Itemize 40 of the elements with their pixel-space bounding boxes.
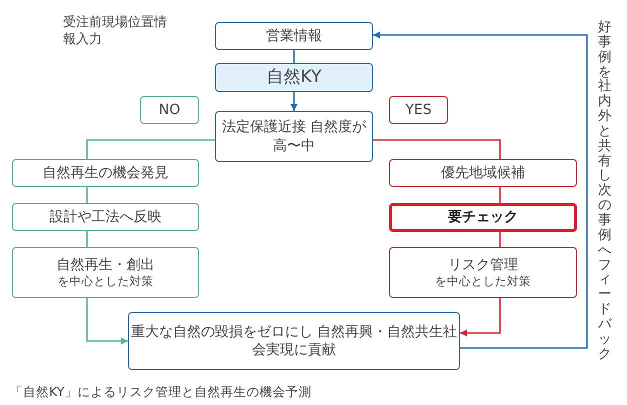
process-box (12, 203, 199, 231)
note-text: 受注前現場位置情報入力 (63, 15, 168, 49)
process-box (12, 247, 199, 298)
branch-tag (389, 96, 448, 124)
process-box (215, 63, 373, 92)
arrow (86, 298, 128, 344)
node-text: 法定保護近接 自然度が高〜中 (220, 118, 368, 155)
process-box (389, 247, 577, 298)
node-text: 自然再生・創出 (56, 256, 154, 274)
process-box (389, 159, 577, 187)
decision-box (215, 111, 373, 162)
arrow (373, 32, 588, 349)
node-text: NO (158, 100, 180, 120)
process-box (12, 159, 199, 187)
connector-line (293, 50, 295, 63)
arrow (290, 92, 298, 111)
connector-line (499, 232, 501, 247)
arrow (460, 298, 501, 336)
process-box (215, 22, 373, 50)
node-text: YES (405, 100, 432, 120)
caption: 「自然KY」によるリスク管理と自然再生の機会予測 (10, 384, 312, 400)
node-subtext: を中心とした対策 (435, 274, 531, 290)
result-box (128, 312, 460, 370)
node-text: 自然再生の機会発見 (42, 164, 168, 182)
connector-line (86, 231, 88, 247)
node-text: 自然KY (266, 66, 322, 89)
edge-label: 好事例を社内外と共有し次の事例へフィードバック (598, 20, 612, 362)
node-text: リスク管理 (448, 256, 518, 274)
connector-line (86, 139, 215, 159)
node-text: 設計や工法へ反映 (50, 208, 162, 226)
node-text: 営業情報 (266, 26, 322, 46)
connector-line (373, 139, 501, 159)
connector-line (499, 187, 501, 203)
node-text: 要チェック (448, 208, 518, 227)
node-text: 重大な自然の毀損をゼロにし 自然再興・自然共生社会実現に貢献 (130, 322, 458, 360)
branch-tag (140, 96, 199, 124)
node-text: 優先地域候補 (441, 164, 525, 182)
process-box (389, 203, 577, 232)
node-subtext: を中心とした対策 (58, 274, 154, 290)
connector-line (86, 187, 88, 203)
